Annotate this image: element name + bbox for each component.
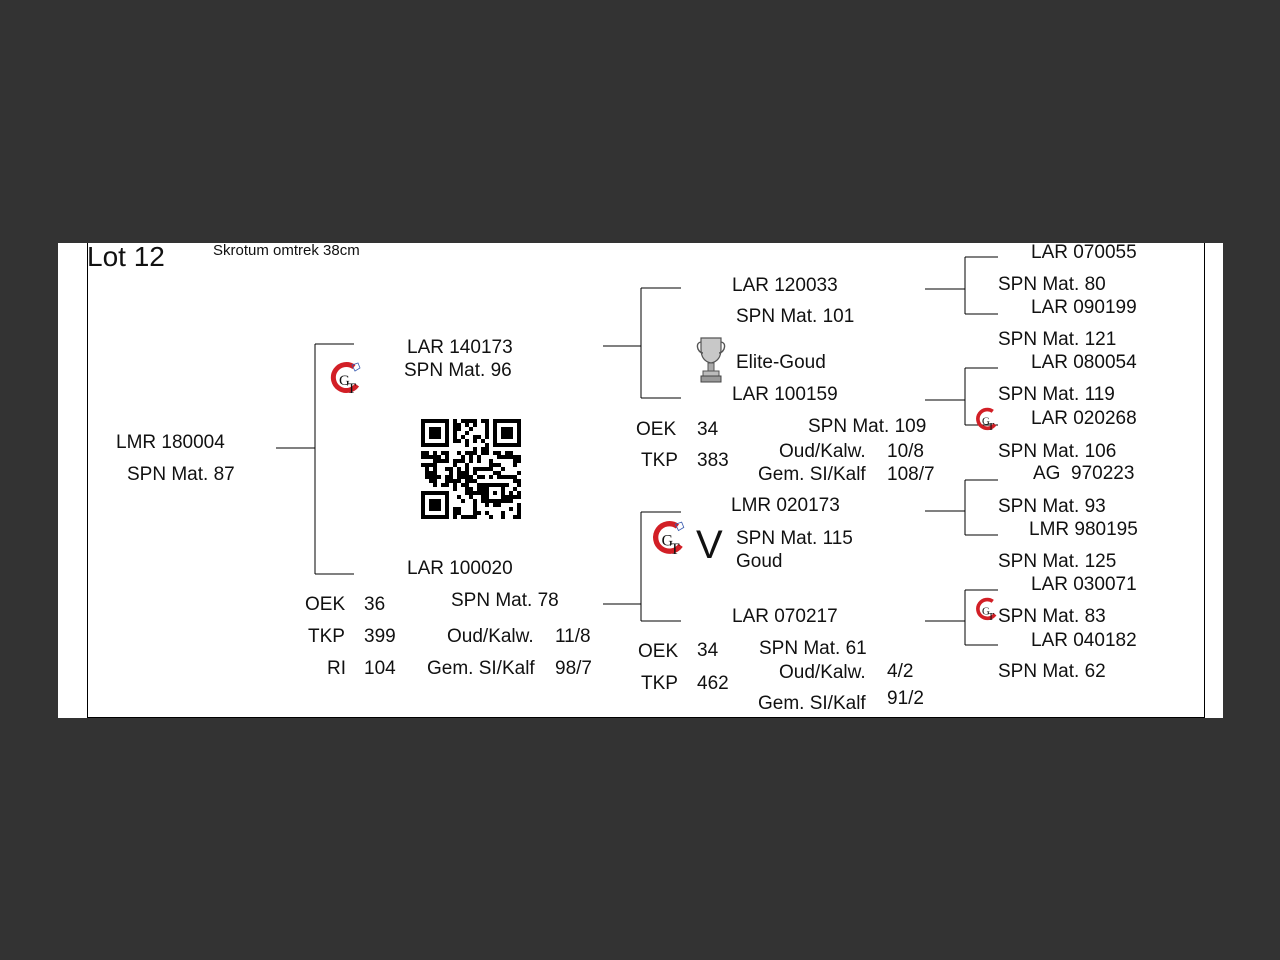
lot-title: Lot 12 bbox=[87, 243, 165, 272]
sire-sire-spn: SPN Mat. 101 bbox=[736, 306, 855, 327]
ggp-1-id: LAR 070055 bbox=[1031, 243, 1137, 263]
ggp-3-spn: SPN Mat. 119 bbox=[998, 384, 1115, 405]
svg-text:T: T bbox=[988, 421, 995, 433]
dam-dam-tkp-value: 462 bbox=[697, 673, 729, 694]
dam-dam-gem-label: Gem. SI/Kalf bbox=[758, 693, 866, 714]
svg-text:T: T bbox=[670, 541, 680, 558]
sire-dam-gem-value: 108/7 bbox=[887, 464, 935, 485]
dam-dam-oek-label: OEK bbox=[638, 641, 679, 662]
sire-dam-oud-label: Oud/Kalw. bbox=[779, 441, 866, 462]
svg-text:G: G bbox=[982, 605, 990, 617]
sire-dam-gem-label: Gem. SI/Kalf bbox=[758, 464, 866, 485]
ggp-6-id: LMR 980195 bbox=[1029, 519, 1138, 540]
sire-spn: SPN Mat. 96 bbox=[404, 360, 512, 381]
sire-dam-id: LAR 100159 bbox=[732, 384, 838, 405]
dam-dam-oud-value: 4/2 bbox=[887, 661, 914, 682]
sire-id: LAR 140173 bbox=[407, 337, 513, 358]
dam-dam-oek-value: 34 bbox=[697, 640, 719, 661]
sire-dam-oud-value: 10/8 bbox=[887, 441, 924, 462]
svg-text:G: G bbox=[339, 373, 350, 389]
trophy-icon bbox=[696, 335, 726, 390]
sire-dam-oek-value: 34 bbox=[697, 419, 719, 440]
ggp-7-id: LAR 030071 bbox=[1031, 574, 1137, 595]
left-border bbox=[87, 243, 88, 718]
dam-ri-value: 104 bbox=[364, 658, 396, 679]
dam-oek-label: OEK bbox=[305, 594, 346, 615]
dam-spn: SPN Mat. 78 bbox=[451, 590, 559, 611]
svg-text:T: T bbox=[347, 381, 356, 397]
pedigree-tree-lines bbox=[276, 256, 998, 646]
dam-ri-label: RI bbox=[327, 658, 346, 679]
ggp-4-id: LAR 020268 bbox=[1031, 408, 1137, 429]
sire-dam-tkp-value: 383 bbox=[697, 450, 729, 471]
ggp-8-id: LAR 040182 bbox=[1031, 630, 1137, 651]
dam-dam-id: LAR 070217 bbox=[732, 606, 838, 627]
sire-dam-oek-label: OEK bbox=[636, 419, 677, 440]
ggp-2-id: LAR 090199 bbox=[1031, 297, 1137, 318]
pedigree-sheet: Lot 12 Skrotum omtrek 38cm LMR 180004 SP… bbox=[58, 243, 1223, 718]
scrotum-note: Skrotum omtrek 38cm bbox=[213, 243, 360, 259]
dam-dam-tkp-label: TKP bbox=[641, 673, 678, 694]
dam-sire-id: LMR 020173 bbox=[731, 495, 840, 516]
ggp-4-spn: SPN Mat. 106 bbox=[998, 441, 1117, 462]
dam-id: LAR 100020 bbox=[407, 558, 513, 579]
dam-gem-value: 98/7 bbox=[555, 658, 592, 679]
dam-dam-oud-label: Oud/Kalw. bbox=[779, 662, 866, 683]
qr-code[interactable] bbox=[421, 419, 521, 524]
ggp-2-spn: SPN Mat. 121 bbox=[998, 329, 1117, 350]
subject-spn: SPN Mat. 87 bbox=[127, 464, 235, 485]
dam-dam-spn: SPN Mat. 61 bbox=[759, 638, 867, 659]
ggp-6-spn: SPN Mat. 125 bbox=[998, 551, 1117, 572]
dam-sire-spn: SPN Mat. 115 bbox=[736, 528, 853, 549]
ggp-5-spn: SPN Mat. 93 bbox=[998, 496, 1106, 517]
svg-text:G: G bbox=[982, 415, 990, 427]
dam-oek-value: 36 bbox=[364, 594, 386, 615]
sire-dam-tkp-label: TKP bbox=[641, 450, 678, 471]
dam-oud-label: Oud/Kalw. bbox=[447, 626, 534, 647]
ggp-1-spn: SPN Mat. 80 bbox=[998, 274, 1106, 295]
sire-sire-id: LAR 120033 bbox=[732, 275, 838, 296]
dam-sire-mark: V bbox=[696, 523, 723, 567]
svg-text:T: T bbox=[988, 611, 995, 623]
ggp-3-id: LAR 080054 bbox=[1031, 352, 1137, 373]
dam-oud-value: 11/8 bbox=[555, 626, 591, 647]
dam-dam-gem-value: 91/2 bbox=[887, 688, 924, 709]
ggp-8-spn: SPN Mat. 62 bbox=[998, 661, 1106, 682]
dam-sire-award: Goud bbox=[736, 551, 783, 572]
right-border bbox=[1204, 243, 1205, 718]
dam-tkp-value: 399 bbox=[364, 626, 396, 647]
sire-dam-spn: SPN Mat. 109 bbox=[808, 416, 927, 437]
dam-gem-label: Gem. SI/Kalf bbox=[427, 658, 535, 679]
bottom-border bbox=[87, 717, 1204, 718]
ggp-5-id: AG 970223 bbox=[1033, 463, 1135, 484]
subject-id: LMR 180004 bbox=[116, 432, 225, 453]
ggp-7-spn: SPN Mat. 83 bbox=[998, 606, 1106, 627]
sire-sire-award: Elite-Goud bbox=[736, 352, 826, 373]
svg-text:G: G bbox=[662, 532, 673, 549]
dam-tkp-label: TKP bbox=[308, 626, 345, 647]
